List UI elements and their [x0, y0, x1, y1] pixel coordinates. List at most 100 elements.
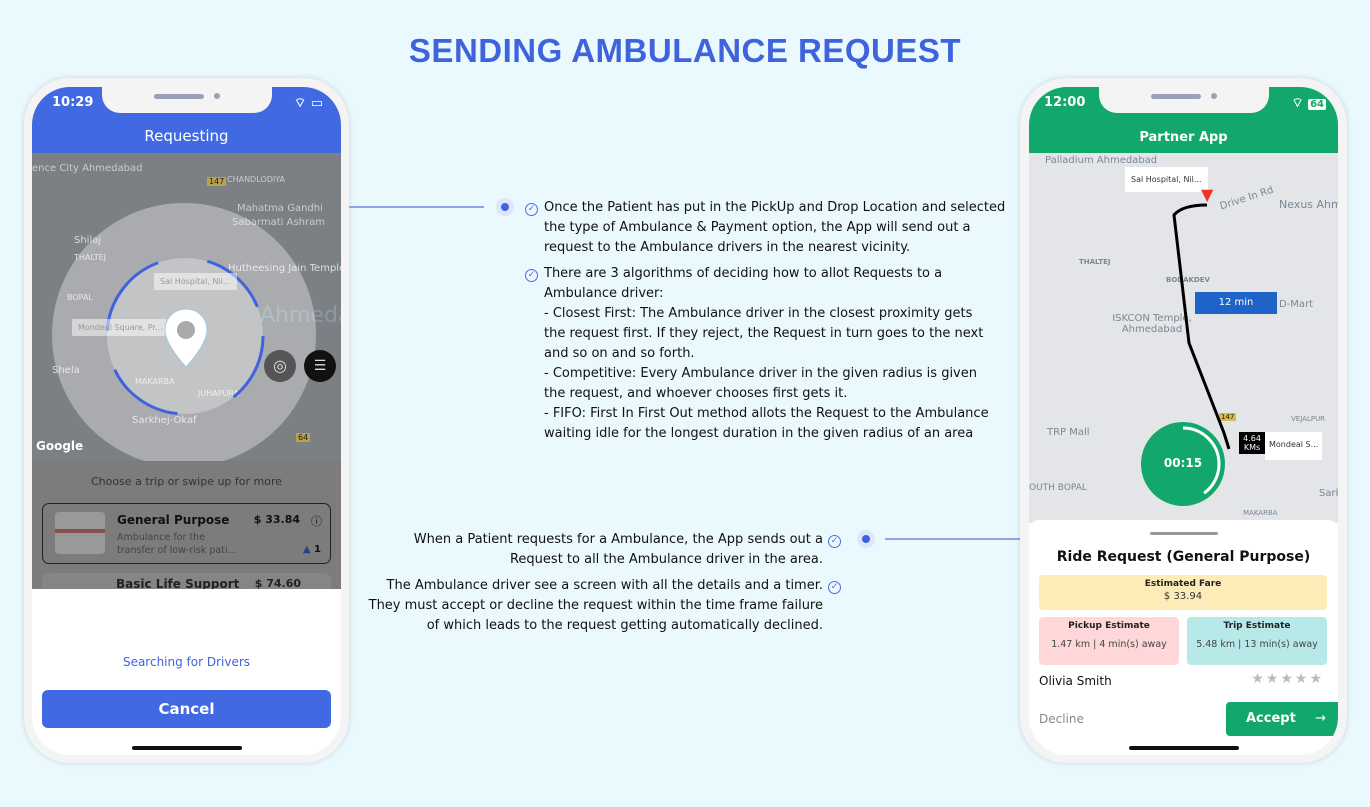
- cancel-button[interactable]: Cancel: [42, 690, 331, 728]
- battery-level: 64: [1308, 99, 1326, 110]
- eta-label: 12 min: [1195, 292, 1277, 314]
- trip-option-general[interactable]: General Purpose Ambulance for the transf…: [42, 503, 331, 564]
- map-label: MAKARBA: [1243, 509, 1278, 517]
- drag-handle[interactable]: [1149, 532, 1218, 535]
- search-arc: [105, 256, 265, 416]
- map-label: JUHAPURA: [198, 389, 240, 398]
- connector-dot: [857, 530, 875, 548]
- map-label: D-Mart: [1279, 299, 1314, 310]
- info-icon[interactable]: ⓘ: [311, 515, 322, 528]
- fare-box: Estimated Fare $ 33.94: [1039, 575, 1327, 610]
- pickup-estimate-label: Pickup Estimate: [1068, 621, 1150, 631]
- drop-label: Mondeal Square, Pr...: [72, 319, 169, 336]
- page-title: SENDING AMBULANCE REQUEST: [408, 32, 962, 69]
- pickup-marker-icon: ▼: [1201, 185, 1214, 204]
- seat-count: 1: [314, 544, 321, 555]
- notch: [1098, 87, 1269, 113]
- note-algorithms: There are 3 algorithms of deciding how t…: [544, 266, 989, 441]
- wifi-battery-icon: ⌔ ▭: [293, 96, 323, 111]
- accept-button[interactable]: Accept →: [1226, 702, 1338, 736]
- decline-button[interactable]: Decline: [1039, 712, 1084, 726]
- rider-name: Olivia Smith: [1039, 674, 1112, 688]
- trip-sheet: Choose a trip or swipe up for more Gener…: [32, 461, 341, 589]
- accept-label: Accept: [1246, 711, 1296, 726]
- google-logo: Google: [36, 439, 84, 453]
- map-label: Ahmedab: [260, 303, 341, 328]
- trip-price: $ 33.84: [253, 513, 300, 526]
- map-label: 147: [1219, 413, 1237, 421]
- trip-price: $ 74.60: [254, 577, 301, 589]
- map-label: OUTH BOPAL: [1029, 483, 1087, 493]
- drop-label: Mondeal S...: [1265, 432, 1323, 460]
- map-label: THALTEJ: [74, 253, 107, 262]
- trip-estimate-label: Trip Estimate: [1223, 621, 1291, 631]
- distance-label: 4.64 KMs: [1239, 432, 1265, 454]
- map-label: THALTEJ: [1079, 258, 1111, 266]
- check-icon: ✓: [525, 203, 538, 216]
- rider-phone: 10:29 ⌔ ▭ Requesting ence City Ahmedabad…: [24, 78, 349, 763]
- pickup-label: Sal Hospital, Nil...: [154, 273, 237, 290]
- header-title: Partner App: [1139, 130, 1228, 145]
- map-label: VEJALPUR: [1291, 415, 1326, 423]
- trip-name: Basic Life Support: [116, 577, 240, 589]
- filter-button[interactable]: ☰: [304, 350, 336, 382]
- connector-dot: [496, 198, 514, 216]
- my-location-button[interactable]: ◎: [264, 350, 296, 382]
- map-label: ISKCON Temple, Ahmedabad: [1112, 313, 1192, 335]
- map-label: CHANDLODIYA: [227, 175, 285, 184]
- map-label: MAKARBA: [135, 377, 175, 386]
- map-label: Sarkhej-Okaf: [132, 415, 197, 426]
- map-label: Hutheesing Jain Temple: [228, 263, 341, 274]
- trip-estimate-value: 5.48 km | 13 min(s) away: [1196, 639, 1318, 650]
- trip-estimate-box: Trip Estimate 5.48 km | 13 min(s) away: [1187, 617, 1327, 665]
- map-label: Sabarmati Ashram: [232, 217, 326, 228]
- status-time: 12:00: [1044, 95, 1086, 110]
- check-icon: ✓: [525, 269, 538, 282]
- timer-text: 00:15: [1163, 456, 1203, 470]
- battery-indicator: ⌔ 64: [1291, 96, 1326, 111]
- map-label: TRP Mall: [1047, 427, 1090, 438]
- check-icon: ✓: [828, 535, 841, 548]
- trip-option-bls[interactable]: Basic Life Support $ 74.60: [42, 573, 331, 589]
- note-request-sent: Once the Patient has put in the PickUp a…: [544, 200, 1006, 255]
- card-title: Ride Request (General Purpose): [1056, 549, 1311, 565]
- seats: ▲ 1: [303, 544, 321, 555]
- pickup-estimate-value: 1.47 km | 4 min(s) away: [1051, 639, 1167, 650]
- countdown-timer: 00:15: [1141, 422, 1225, 506]
- note-driver-timer: The Ambulance driver see a screen with a…: [368, 578, 823, 633]
- fare-value: $ 33.94: [1163, 591, 1203, 602]
- map-label: Shilaj: [74, 235, 102, 246]
- map-label: 147: [207, 177, 227, 186]
- connector-line: [349, 206, 484, 208]
- map-label: Sark: [1319, 488, 1338, 499]
- map-label: Nexus Ahme: [1279, 198, 1338, 211]
- ride-request-card: Ride Request (General Purpose) Estimated…: [1029, 520, 1338, 755]
- route-line: [1172, 203, 1231, 450]
- rating-stars: ★★★★★: [1251, 671, 1324, 687]
- pickup-estimate-box: Pickup Estimate 1.47 km | 4 min(s) away: [1039, 617, 1179, 665]
- map-label: ence City Ahmedabad: [32, 163, 143, 174]
- map-label: Shela: [52, 365, 80, 376]
- map-label: Palladium Ahmedabad: [1045, 155, 1158, 166]
- person-icon: ▲: [302, 544, 311, 555]
- location-pin-icon: [164, 308, 208, 368]
- fare-label: Estimated Fare: [1144, 579, 1222, 589]
- timer-progress-ring: [1145, 426, 1221, 502]
- connector-line: [885, 538, 1020, 540]
- arrow-right-icon: →: [1315, 711, 1326, 726]
- notch: [101, 87, 272, 113]
- searching-status: Searching for Drivers: [122, 655, 251, 669]
- trip-desc: Ambulance for the transfer of low-risk p…: [117, 532, 237, 556]
- home-indicator: [1129, 746, 1239, 750]
- map-label: BOPAL: [67, 293, 93, 302]
- map[interactable]: Palladium Ahmedabad Drive In Rd Nexus Ah…: [1029, 153, 1338, 523]
- trip-name: General Purpose: [117, 513, 230, 527]
- map-label: Mahatma Gandhi: [237, 203, 323, 214]
- map[interactable]: ence City Ahmedabad CHANDLODIYA 147 Maha…: [32, 153, 341, 461]
- pickup-label: Sal Hospital, Nil...: [1125, 167, 1208, 192]
- map-label: 64: [296, 433, 311, 442]
- trip-hint: Choose a trip or swipe up for more: [90, 475, 283, 488]
- status-time: 10:29: [52, 95, 94, 110]
- header-title: Requesting: [144, 127, 229, 145]
- check-icon: ✓: [828, 581, 841, 594]
